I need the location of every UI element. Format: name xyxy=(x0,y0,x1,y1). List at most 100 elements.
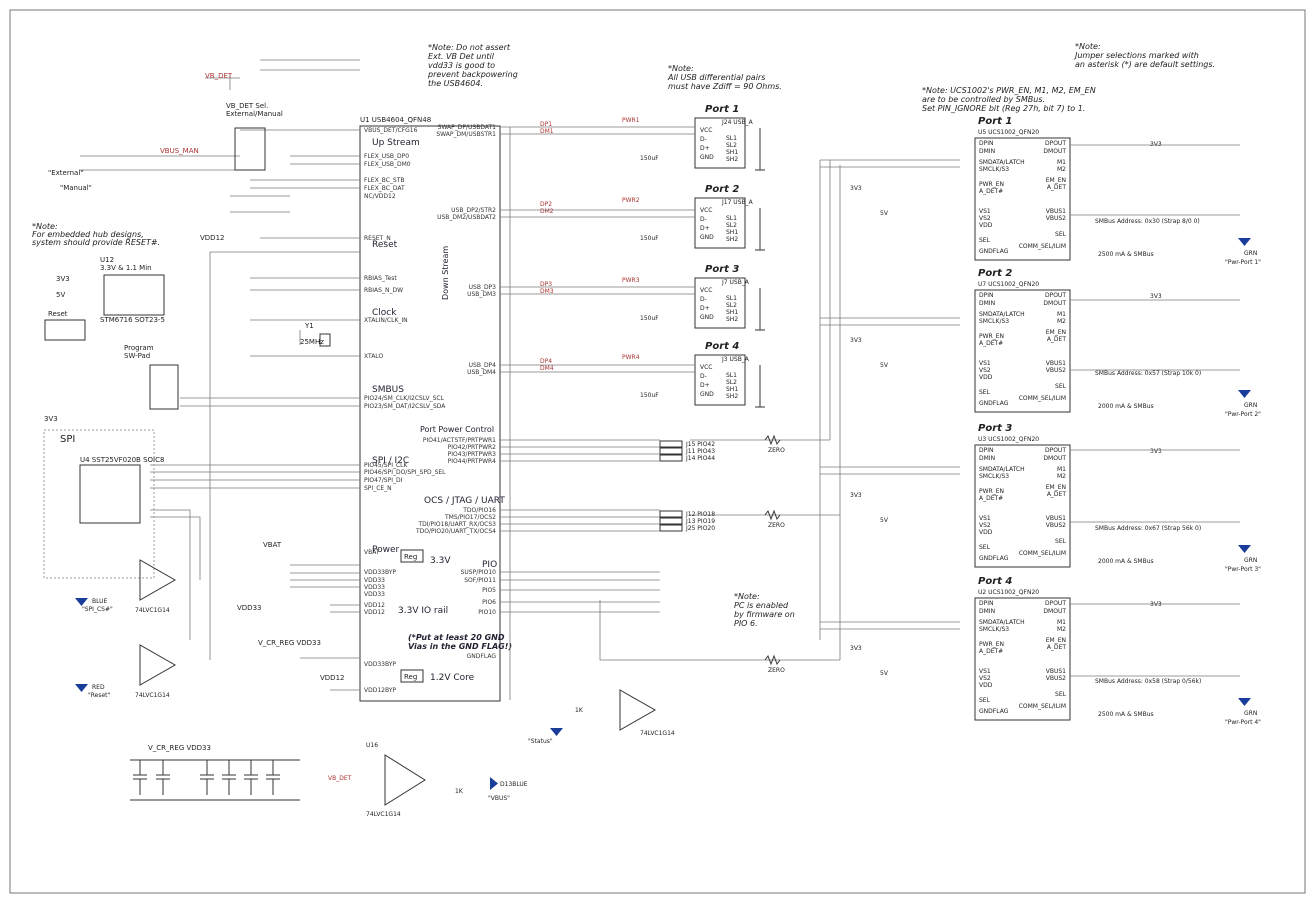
hub-ppc-label: Port Power Control xyxy=(420,425,494,434)
ucs-pin: DMOUT xyxy=(1043,455,1066,462)
ucs1002-port-2: Port 2U7 UCS1002_QFN20DPINDMINSMDATA/LAT… xyxy=(850,268,1261,418)
ucs-title: Port 1 xyxy=(978,116,1012,127)
hub-pin-label: VDD12BYP xyxy=(364,687,396,694)
usb-pwr-net: PWR2 xyxy=(622,197,640,204)
hub-pin-label: GNDFLAG xyxy=(467,653,497,660)
hub-pin-label: SUSP/PIO10 xyxy=(461,569,497,576)
ucs-pin: A_DET xyxy=(1047,336,1067,343)
ucs-pin: PWR_EN xyxy=(979,641,1004,648)
ucs-pin: M2 xyxy=(1057,626,1066,633)
ucs-pin: A_DET xyxy=(1047,491,1067,498)
svg-text:by firmware on: by firmware on xyxy=(734,610,795,619)
ucs-pin: VBUS2 xyxy=(1046,675,1066,682)
note-jumper: *Note: Jumper selections marked with an … xyxy=(1073,42,1215,69)
usb-shield-pin: SH1 xyxy=(726,386,738,393)
inverter-reset: 74LVC1G14 RED "Reset" xyxy=(75,644,177,699)
left-parts: VB_DET VB_DET Sel. External/Manual "Exte… xyxy=(43,72,344,752)
svg-text:VBAT: VBAT xyxy=(263,541,282,549)
hub-ic-u1: U1 USB4604_QFN48 Up Stream Reset Clock S… xyxy=(359,116,512,702)
hub-pin-label: PIO44/PRTPWR4 xyxy=(448,458,497,465)
hub-pin-label: FLEX_BC_DAT xyxy=(364,185,405,192)
svg-text:V_CR_REG VDD33: V_CR_REG VDD33 xyxy=(258,639,321,647)
ucs-pin: SEL xyxy=(1055,538,1067,545)
inverter-vbus: U16 74LVC1G14 VB_DET 1K D13BLUE "VBUS" xyxy=(328,742,528,818)
ucs-pin: VBUS1 xyxy=(1046,515,1066,522)
ucs-pin: SMCLK/S3 xyxy=(979,626,1009,633)
svg-text:External/Manual: External/Manual xyxy=(226,110,283,118)
ucs-body xyxy=(974,137,1071,261)
ucs1002-port-4: Port 4U2 UCS1002_QFN20DPINDMINSMDATA/LAT… xyxy=(850,576,1261,726)
svg-text:"Status": "Status" xyxy=(528,738,553,745)
svg-text:1K: 1K xyxy=(455,788,464,795)
svg-text:Program: Program xyxy=(124,344,154,352)
ucs-rail-label: 3V3 xyxy=(1150,141,1162,148)
usb-shield-pin: SH2 xyxy=(726,156,738,163)
ucs-ref: U5 UCS1002_QFN20 xyxy=(978,129,1039,136)
usb-shield-pin: SH1 xyxy=(726,309,738,316)
svg-text:3.3V & 1.1 Min: 3.3V & 1.1 Min xyxy=(100,264,152,272)
ucs-rail-label: 5V xyxy=(880,670,889,677)
ucs-pin: A_DET xyxy=(1047,184,1067,191)
ucs-pin: VS1 xyxy=(979,668,991,675)
ucs-pin: DPOUT xyxy=(1045,447,1066,454)
svg-text:"VBUS": "VBUS" xyxy=(488,795,510,802)
svg-text:VB_DET: VB_DET xyxy=(205,72,233,80)
ucs-pin: VS1 xyxy=(979,208,991,215)
hub-right-pins: SWAP_DP/USBDAT1SWAP_DM/USBSTR1USB_DP2/ST… xyxy=(415,124,496,660)
usb-connector xyxy=(694,277,746,329)
usb-pwr-net: PWR1 xyxy=(622,117,640,124)
usb-dm-net: DM4 xyxy=(540,365,554,372)
ucs-pin: VBUS1 xyxy=(1046,208,1066,215)
usb-pin: VCC xyxy=(700,364,712,371)
ucs-rail-label: 3V3 xyxy=(850,645,862,652)
usb-ref: J3 USB_A xyxy=(721,356,750,363)
usb-port-4: Port 4J3 USB_AVCCD-D+GNDSL1SL2SH1SH2PWR4… xyxy=(540,341,765,408)
jumper-ref: J25 PIO20 xyxy=(685,525,715,532)
hub-smbus-label: SMBUS xyxy=(372,385,404,395)
usb-dm-net: DM1 xyxy=(540,128,554,135)
hub-pin-label: USB_DM3 xyxy=(467,291,496,298)
ucs-pin: M2 xyxy=(1057,166,1066,173)
svg-text:PC is enabled: PC is enabled xyxy=(734,601,789,610)
usb-ground xyxy=(755,365,765,408)
usb-shield-pin: SL1 xyxy=(726,215,737,222)
hub-pin-label: TDO/PIO20/UART_TX/OCS4 xyxy=(415,528,496,535)
jumper-j15: J15 PIO42 xyxy=(659,440,715,448)
svg-text:VDD12: VDD12 xyxy=(320,674,344,682)
hub-ref: U1 USB4604_QFN48 xyxy=(360,116,431,124)
usb-dp-net: DP3 xyxy=(540,281,552,288)
jumper-j25: J25 PIO20 xyxy=(659,524,715,532)
usb-cap: 150uF xyxy=(640,235,659,242)
ucs-current: 2500 mA & SMBus xyxy=(1098,251,1154,258)
hub-pin-label: USB_DM4 xyxy=(467,369,496,376)
ucs-pin: DPIN xyxy=(979,292,994,299)
svg-text:VDD33: VDD33 xyxy=(237,604,261,612)
hub-pin-label: SWAP_DM/USBSTR1 xyxy=(436,131,496,138)
usb-shield-pin: SL1 xyxy=(726,372,737,379)
ucs-smbus-addr: SMBus Address: 0x67 (Strap 56k 0) xyxy=(1095,525,1201,532)
svg-text:PIO 6.: PIO 6. xyxy=(734,619,758,628)
svg-text:74LVC1G14: 74LVC1G14 xyxy=(135,607,170,614)
svg-text:74LVC1G14: 74LVC1G14 xyxy=(366,811,401,818)
hub-pin-label: VDD33BYP xyxy=(364,661,396,668)
svg-text:U4 SST25VF020B SOIC8: U4 SST25VF020B SOIC8 xyxy=(80,456,164,464)
usb-connector xyxy=(694,197,746,249)
svg-text:D13BLUE: D13BLUE xyxy=(500,781,528,788)
ucs-rail-label: 3V3 xyxy=(850,337,862,344)
ucs-pin: VDD xyxy=(979,222,993,229)
svg-text:*Note: Do not assert: *Note: Do not assert xyxy=(428,43,511,52)
ucs-pin: SEL xyxy=(1055,691,1067,698)
hub-ocs-label: OCS / JTAG / UART xyxy=(424,496,505,506)
svg-text:VBUS_MAN: VBUS_MAN xyxy=(160,147,199,155)
ucs-pin: SEL xyxy=(1055,231,1067,238)
usb-ground xyxy=(755,128,765,171)
hub-left-pins: VBUS_DET/CFG16FLEX_USB_DP0FLEX_USB_DM0FL… xyxy=(364,127,446,694)
port-title: Port 3 xyxy=(705,264,739,275)
ucs-pin: M1 xyxy=(1057,466,1066,473)
usb-pin: VCC xyxy=(700,287,712,294)
inverter-spi: 74LVC1G14 BLUE "SPI_CS#" xyxy=(75,559,177,614)
svg-text:1K: 1K xyxy=(575,707,584,714)
svg-text:SW-Pad: SW-Pad xyxy=(124,352,150,360)
sheet-border xyxy=(9,9,1306,894)
